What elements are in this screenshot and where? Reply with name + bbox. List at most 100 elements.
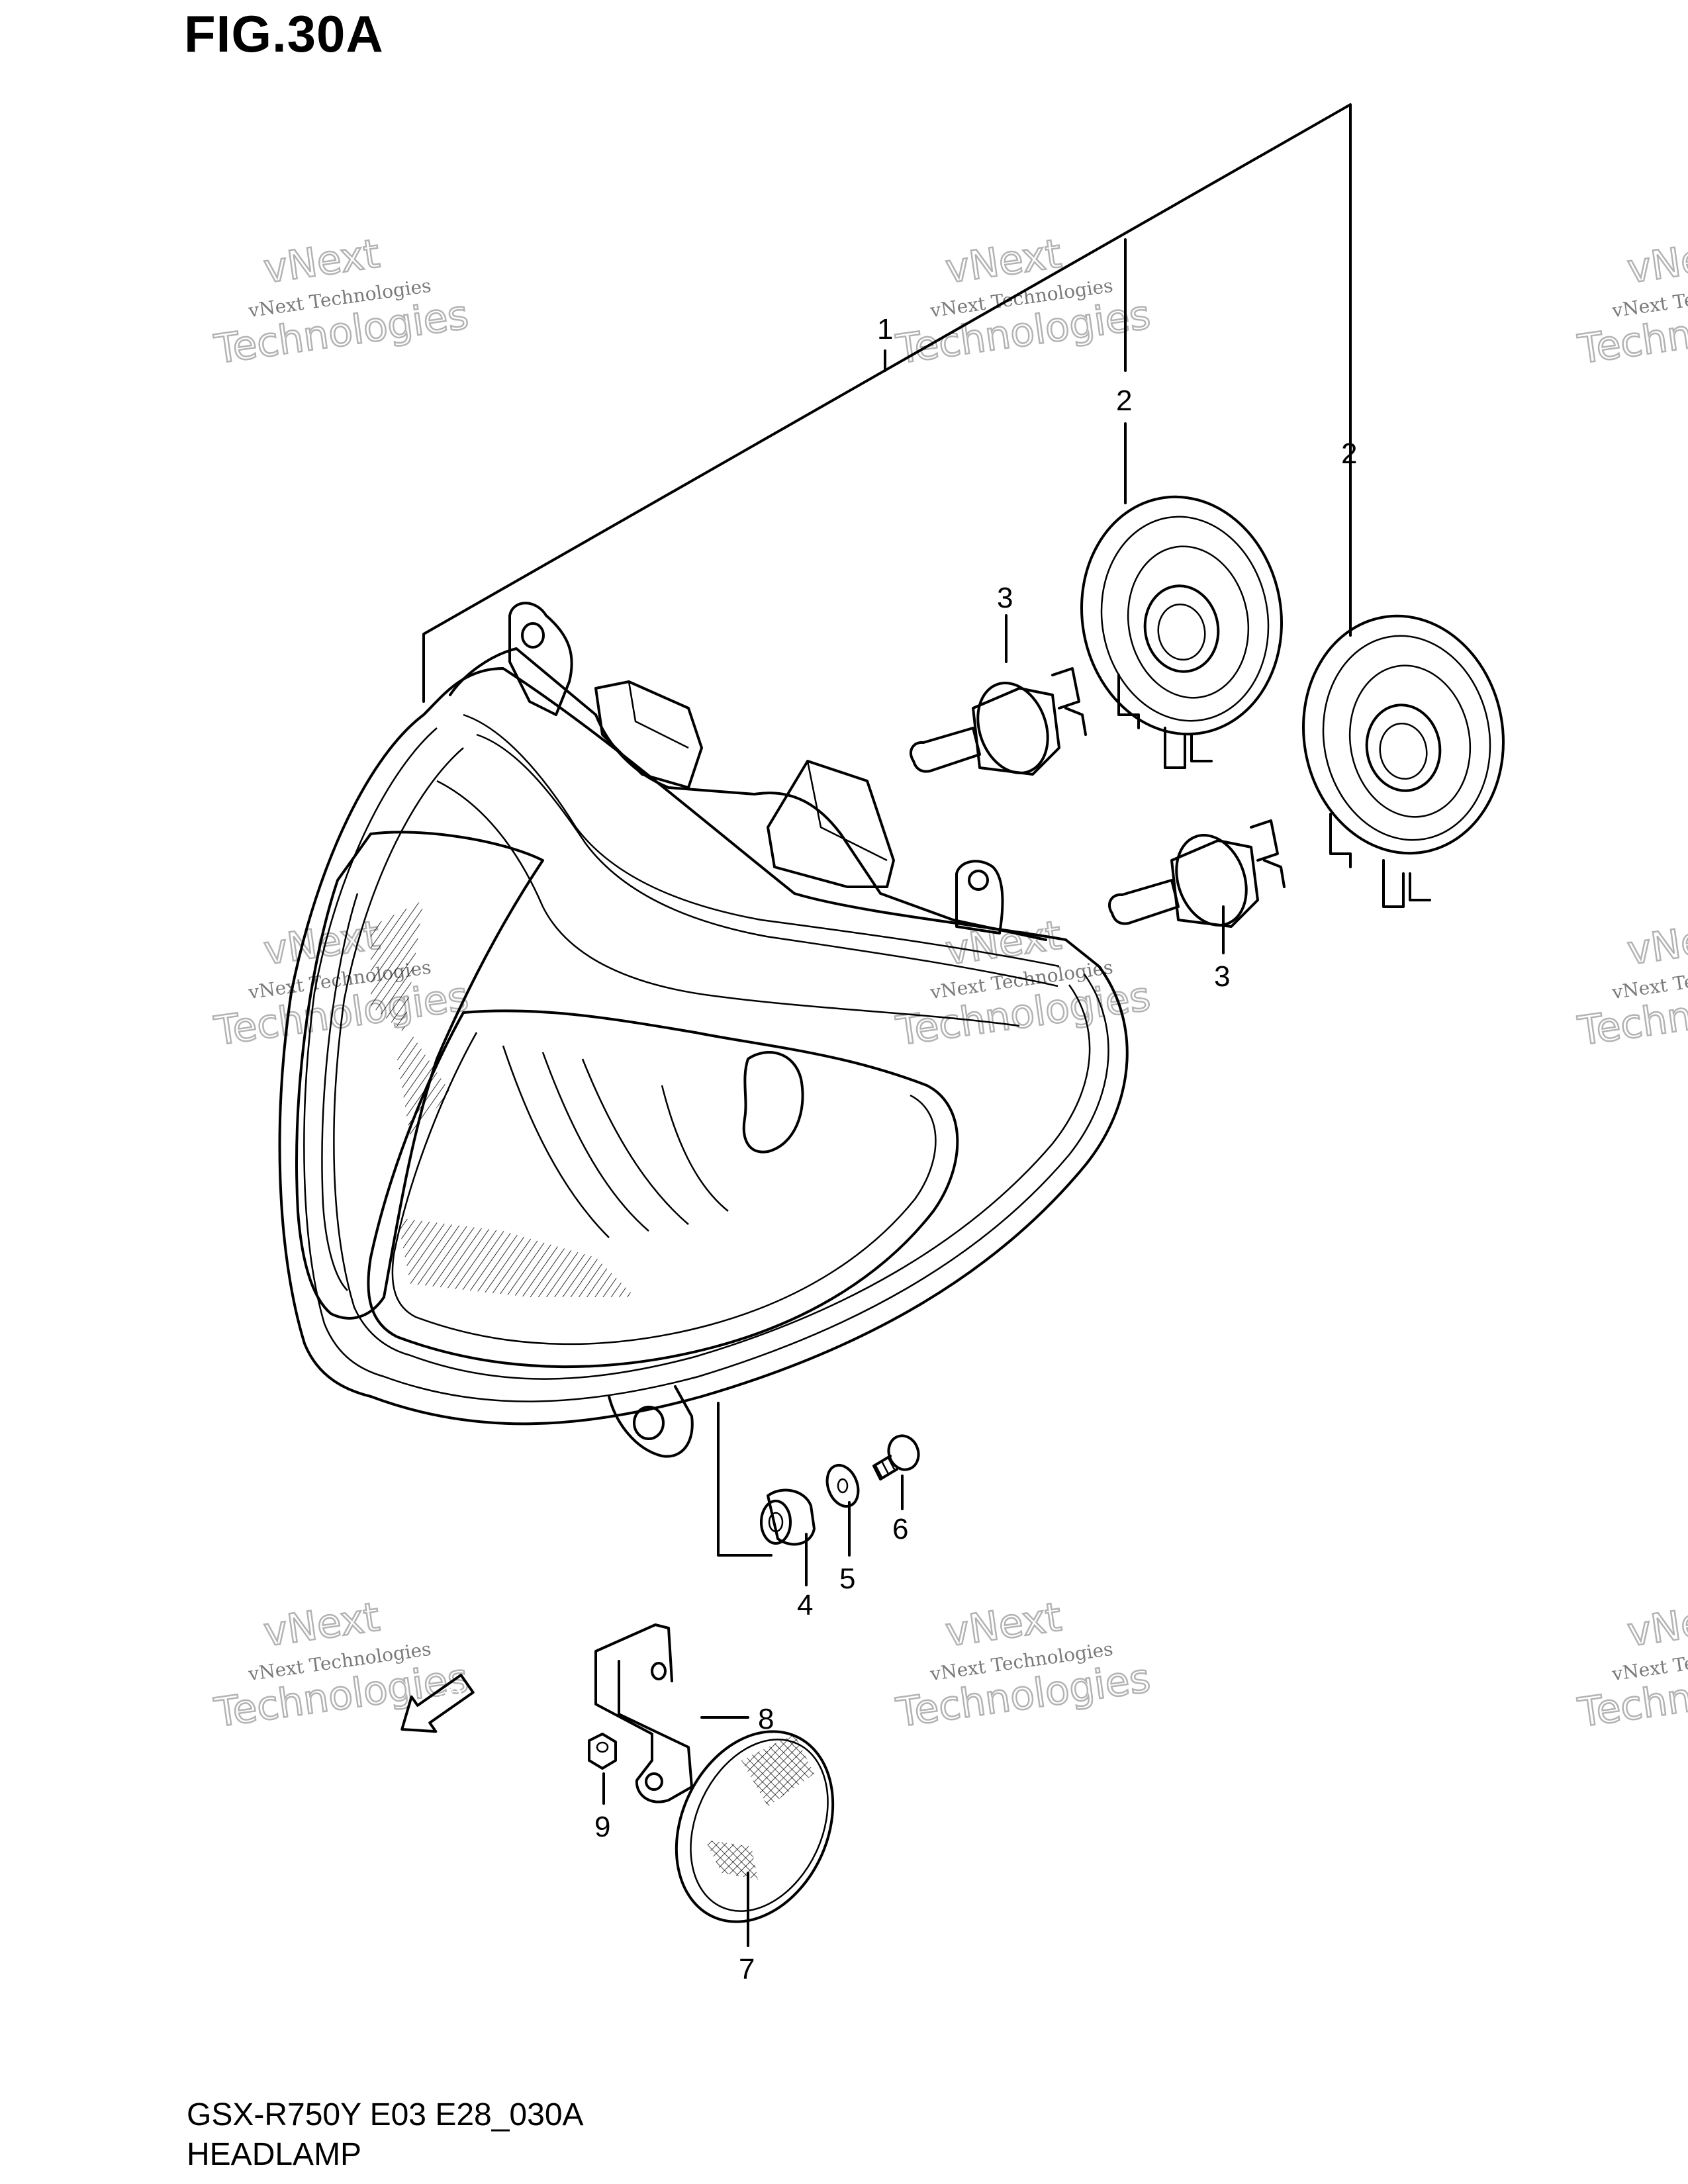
watermark-top-center: vNext Technologies vNext Technologies xyxy=(892,230,1154,374)
watermark-big-line1: vNext xyxy=(1624,912,1688,974)
callout-part-4: 4 xyxy=(797,1589,813,1621)
bulb-cover-upper-socket-inner xyxy=(1157,603,1206,661)
projector-reflector-line-2 xyxy=(541,1052,649,1232)
watermark-group: vNext Technologies vNext Technologies vN… xyxy=(211,230,1688,1737)
bulb-cover-upper-terminals xyxy=(1117,674,1213,769)
socket-box-right-detail xyxy=(806,760,888,862)
callout-part-5: 5 xyxy=(839,1563,855,1595)
bracket-hole-lower xyxy=(645,1772,663,1791)
mount-tab-right-hole xyxy=(968,870,989,891)
bulb-cover-upper-rim xyxy=(1080,495,1283,736)
grommet-hole xyxy=(768,1512,784,1533)
mount-boss-bottom-hole xyxy=(633,1406,665,1440)
mount-tab-top-hole xyxy=(521,622,545,649)
callout-part-2-lower: 2 xyxy=(1341,437,1357,470)
callout-part-3-lower: 3 xyxy=(1214,960,1230,993)
bulb-upper-glass xyxy=(910,727,981,773)
callout-labels: 1 2 2 3 3 4 5 6 7 8 9 xyxy=(594,313,1357,1985)
bracket xyxy=(594,1623,693,1803)
nut xyxy=(588,1733,617,1770)
grommet xyxy=(760,1488,816,1546)
headlamp-main-lens-inner xyxy=(391,1032,937,1345)
bulb-cover-upper xyxy=(1080,495,1283,769)
headlamp-outer-shell xyxy=(278,667,1129,1426)
screw-thread xyxy=(874,1457,896,1478)
callout-part-3-upper: 3 xyxy=(997,582,1013,614)
bulb-upper-base xyxy=(972,687,1060,776)
bulb-cover-upper-socket xyxy=(1143,584,1220,673)
bulb-lower-flange xyxy=(1175,834,1248,927)
bulb-lower-pins xyxy=(1250,819,1286,888)
bulb-cover-lower-rim-inner xyxy=(1322,635,1491,841)
headlamp-shading-lower xyxy=(397,1218,635,1297)
leader-assembly-frame xyxy=(422,103,1352,703)
fwd-arrow-shape xyxy=(400,1674,475,1733)
model-code: GSX-R750Y E03 E28_030A xyxy=(187,2097,584,2132)
socket-box-right xyxy=(767,760,895,888)
watermark-mid-left: vNext Technologies vNext Technologies xyxy=(211,911,472,1056)
washer xyxy=(825,1464,860,1508)
figure-title: FIG.30A xyxy=(184,5,384,63)
socket-box-left-detail xyxy=(628,681,689,749)
mount-tab-right xyxy=(955,860,1004,934)
washer-hole xyxy=(837,1478,849,1494)
bulb-cover-upper-ring xyxy=(1127,545,1250,699)
bulb-upper xyxy=(910,667,1087,776)
headlamp-upper-lens xyxy=(295,831,544,1320)
watermark-mid-right: vNext Technologies vNext Technologies xyxy=(1574,911,1688,1056)
reflector-texture-lower xyxy=(705,1840,758,1880)
section-name: HEADLAMP xyxy=(187,2137,362,2172)
reflector-texture-upper xyxy=(741,1734,814,1807)
watermark-low-center: vNext Technologies vNext Technologies xyxy=(892,1593,1154,1737)
leader-grommet-stack xyxy=(717,1402,773,1557)
headlamp-shell-inner-1 xyxy=(303,727,1109,1402)
watermark-big-line1: vNext xyxy=(1624,230,1688,293)
mount-boss-bottom xyxy=(608,1385,694,1458)
watermark-top-right: vNext Technologies vNext Technologies xyxy=(1574,230,1688,374)
reflector-rim xyxy=(675,1730,835,1923)
bulb-cover-lower xyxy=(1302,614,1505,908)
bulb-upper-flange xyxy=(976,682,1049,774)
callout-part-2-upper: 2 xyxy=(1116,385,1132,417)
screw-head xyxy=(887,1434,920,1471)
socket-box-left xyxy=(594,680,703,789)
bulb-cover-lower-ring xyxy=(1348,664,1472,818)
headlamp-upper-lens-inner xyxy=(321,893,359,1291)
headlamp-assembly xyxy=(278,602,1129,1458)
watermark-big-line1: vNext xyxy=(1624,1594,1688,1656)
bracket-hole-upper xyxy=(651,1662,667,1680)
headlamp-top-rim-2 xyxy=(476,733,1058,987)
watermark-top-left: vNext Technologies vNext Technologies xyxy=(211,230,472,374)
washer-outer xyxy=(825,1464,860,1508)
callout-part-9: 9 xyxy=(594,1811,610,1843)
grommet-body xyxy=(767,1488,816,1546)
grommet-face xyxy=(760,1500,792,1545)
headlamp-shell-inner-2 xyxy=(333,747,1091,1380)
assembly-leader-lines xyxy=(422,103,1352,1947)
headlamp-shading-upper xyxy=(371,900,424,1032)
bulb-lower xyxy=(1108,819,1286,928)
watermark-low-right: vNext Technologies vNext Technologies xyxy=(1574,1593,1688,1737)
reflector xyxy=(675,1730,835,1923)
callout-part-8: 8 xyxy=(758,1703,774,1735)
nut-hole xyxy=(596,1741,609,1753)
bracket-body xyxy=(594,1623,693,1803)
nut-body xyxy=(588,1733,617,1770)
bulb-cover-upper-rim-inner xyxy=(1100,516,1270,722)
bulb-cover-lower-terminals xyxy=(1329,813,1431,908)
bulb-lower-base xyxy=(1170,839,1259,928)
callout-part-6: 6 xyxy=(892,1513,908,1545)
headlamp-shading-side xyxy=(397,1032,450,1138)
screw xyxy=(872,1434,920,1480)
bulb-cover-lower-socket xyxy=(1365,704,1442,792)
bulb-lower-glass xyxy=(1108,879,1180,925)
mount-tab-top xyxy=(508,602,573,716)
headlamp-main-lens xyxy=(367,1009,959,1369)
bulb-upper-pins xyxy=(1051,667,1087,736)
screw-shank xyxy=(872,1455,898,1480)
headlamp-top-rim-1 xyxy=(463,713,1060,968)
bulb-cover-lower-socket-inner xyxy=(1379,722,1428,780)
projector-reflector-line-3 xyxy=(581,1058,689,1225)
bulb-cover-lower-rim xyxy=(1302,614,1505,855)
